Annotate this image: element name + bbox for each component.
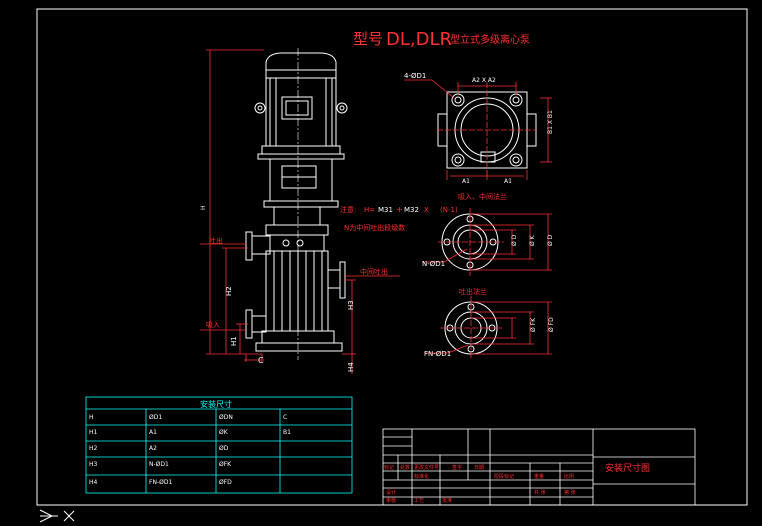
title-block-cell: 更改文件号	[414, 464, 439, 471]
title-block-cell: 设计	[386, 489, 396, 496]
top-view-dimensions	[404, 79, 552, 180]
dim-c: C	[258, 356, 264, 365]
install-table	[85, 396, 353, 494]
label-d-dn: Ø D	[511, 234, 518, 246]
label-a2xa2: A2 X A2	[472, 77, 496, 84]
label-d-d: Ø D	[547, 234, 554, 246]
install-table-cell: ØD1	[149, 414, 162, 421]
formula-m32: M32	[404, 206, 419, 214]
label-bolt-top: 4-ØD1	[404, 72, 426, 80]
install-table-cell: ØFD	[219, 479, 232, 486]
install-table-cell: H1	[89, 429, 98, 436]
drawing-border	[36, 8, 748, 506]
title-block-cell: 标记	[384, 464, 394, 471]
title-block-cells: 标记处数更改文件号 签字 日期设计 标准化审核 工艺 批准 阶段标记 重量 比例共 张 第 张	[384, 464, 576, 504]
dim-h1: H1	[230, 336, 238, 346]
install-table-title: 安装尺寸	[200, 399, 232, 409]
title-prefix: 型号	[353, 30, 383, 48]
label-suction-flange: 吸入、中间法兰	[458, 192, 507, 201]
title-block-cell: 日期	[474, 465, 484, 471]
formula-x: X	[424, 206, 429, 214]
install-table-cell: H4	[89, 479, 98, 486]
title-model: DL,DLR	[386, 29, 452, 50]
install-table-cell: C	[283, 414, 287, 421]
install-table-cell: ØFK	[219, 461, 232, 468]
title-suffix: 型立式多级离心泵	[450, 33, 530, 46]
title-block-cell: 审核	[386, 497, 396, 504]
label-a1-left: A1	[462, 178, 470, 185]
install-table-cell: N-ØD1	[149, 461, 169, 468]
install-table-cell: H2	[89, 445, 98, 452]
pump-side-view	[245, 52, 348, 352]
suction-flange-dims	[422, 208, 552, 276]
label-inlet-left: 吸入	[206, 321, 220, 329]
formula-h: H=	[364, 206, 375, 214]
formula-n1: (N-1)	[440, 206, 458, 214]
formula-plus: +	[396, 205, 403, 214]
formula-note: N为中间吐出段级数	[344, 223, 405, 232]
title-block	[382, 428, 696, 506]
install-table-cell: FN-ØD1	[149, 479, 172, 486]
install-table-cell: ØDN	[219, 414, 233, 421]
title-block-name: 安装尺寸图	[605, 462, 650, 474]
label-outlet-left: 吐出	[209, 236, 223, 245]
label-d-fd: Ø FD	[548, 317, 555, 332]
install-table-cell: ØK	[219, 429, 229, 436]
install-table-cell: B1	[283, 429, 291, 436]
label-b1xb1: B1 X B1	[547, 110, 554, 134]
dim-h3: H3	[347, 300, 355, 310]
title-block-cell: 工艺	[414, 498, 424, 504]
dim-h4: H4	[347, 362, 355, 372]
label-d-fk: Ø FK	[530, 317, 537, 332]
install-table-cell: A1	[149, 429, 157, 436]
formula-prefix: 注意:	[340, 205, 356, 214]
install-table-cell: A2	[149, 445, 157, 452]
label-fn-d1: FN-ØD1	[424, 350, 451, 358]
ucs-icon	[39, 509, 75, 523]
label-d-k: Ø K	[529, 234, 536, 246]
title-block-cell: 共 张	[534, 489, 546, 496]
install-table-cell: ØD	[219, 445, 229, 452]
formula-m31: M31	[378, 206, 393, 214]
label-discharge-flange: 吐出法兰	[459, 287, 487, 296]
label-a1-right: A1	[504, 178, 512, 185]
dim-h2: H2	[225, 286, 233, 296]
title-block-cell: 签字	[452, 464, 462, 471]
title-block-cell: 阶段标记	[494, 473, 514, 480]
discharge-flange-dims	[424, 296, 552, 360]
title-block-cell: 标准化	[414, 473, 429, 480]
dim-h: H	[200, 205, 207, 210]
install-table-cell: H3	[89, 461, 98, 468]
title-block-cell: 第 张	[564, 489, 576, 496]
title-block-cell: 比例	[564, 473, 574, 480]
label-middle-outlet: 中间吐出	[360, 267, 388, 276]
side-dimensions	[200, 49, 400, 374]
title-block-cell: 批准	[442, 497, 452, 504]
label-n-d1: N-ØD1	[422, 260, 445, 268]
title-block-cell: 处数	[400, 464, 410, 471]
title-block-cell: 重量	[534, 473, 544, 480]
install-table-cell: H	[89, 414, 94, 421]
